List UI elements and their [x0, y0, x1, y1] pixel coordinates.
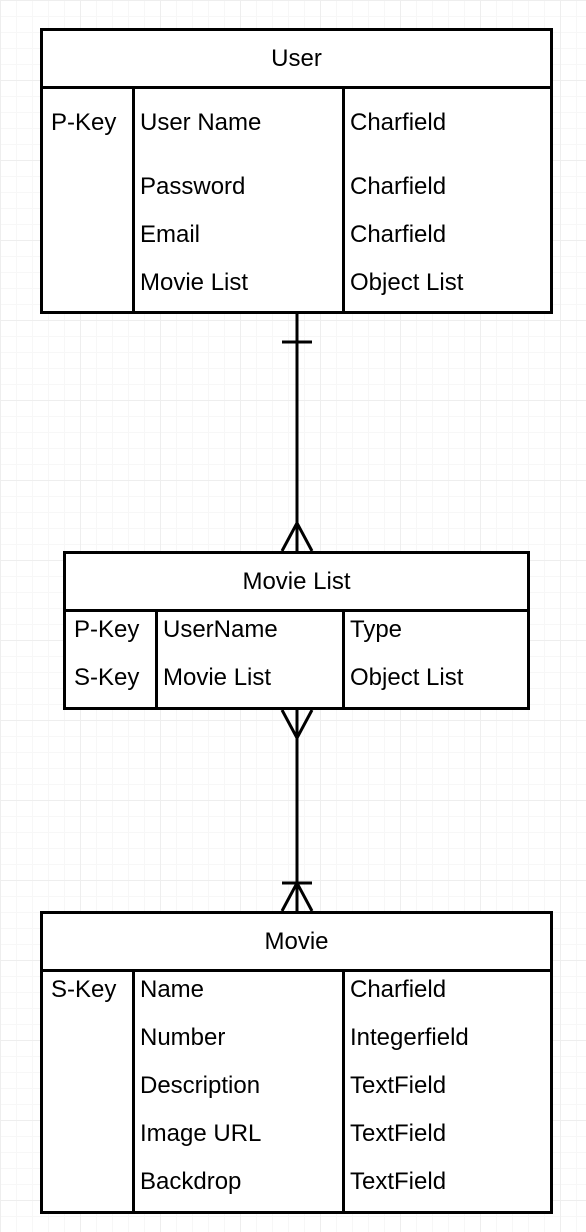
field-type: TextField	[350, 1120, 447, 1147]
field-name: Number	[140, 1024, 226, 1051]
field-name-column: Name Number Description Image URL Backdr…	[132, 972, 345, 1211]
field-type: Type	[350, 616, 403, 643]
field-name: Movie List	[163, 664, 272, 691]
field-type: Charfield	[350, 173, 447, 200]
field-type: Object List	[350, 269, 464, 296]
relationship-movie-list-movie	[280, 709, 314, 912]
field-type-column: Charfield Charfield Charfield Object Lis…	[342, 89, 550, 311]
field-type: TextField	[350, 1072, 447, 1099]
field-type-column: Type Object List	[342, 612, 527, 707]
field-name: Backdrop	[140, 1168, 242, 1195]
field-type: Charfield	[350, 221, 447, 248]
entity-movie-list[interactable]: Movie List P-Key S-Key UserName Movie Li…	[63, 551, 530, 710]
field-type: Object List	[350, 664, 464, 691]
key-cell: P-Key	[51, 109, 117, 136]
entity-title: Movie	[43, 914, 550, 972]
field-name: Email	[140, 221, 201, 248]
entity-movie[interactable]: Movie S-Key Name Number Description Imag…	[40, 911, 553, 1214]
field-name: Password	[140, 173, 246, 200]
field-name: Movie List	[140, 269, 249, 296]
crows-foot-many-marker	[280, 519, 314, 552]
entity-title: Movie List	[66, 554, 527, 612]
entity-user[interactable]: User P-Key User Name Password Email Movi…	[40, 28, 553, 314]
field-name: Name	[140, 976, 205, 1003]
key-cell: S-Key	[74, 664, 140, 691]
entity-title: User	[43, 31, 550, 89]
field-type: Integerfield	[350, 1024, 469, 1051]
crows-foot-many-marker	[280, 709, 314, 742]
field-name: UserName	[163, 616, 278, 643]
field-type: Charfield	[350, 109, 447, 136]
key-cell: P-Key	[74, 616, 140, 643]
relationship-user-movie-list	[280, 314, 314, 552]
field-name: User Name	[140, 109, 262, 136]
crows-foot-many-marker	[280, 879, 314, 912]
key-column: P-Key	[43, 89, 135, 311]
field-name-column: User Name Password Email Movie List	[132, 89, 345, 311]
key-cell: S-Key	[51, 976, 117, 1003]
field-name: Description	[140, 1072, 261, 1099]
key-column: S-Key	[43, 972, 135, 1211]
field-type-column: Charfield Integerfield TextField TextFie…	[342, 972, 550, 1211]
field-type: Charfield	[350, 976, 447, 1003]
field-name-column: UserName Movie List	[155, 612, 345, 707]
key-column: P-Key S-Key	[66, 612, 158, 707]
field-name: Image URL	[140, 1120, 262, 1147]
field-type: TextField	[350, 1168, 447, 1195]
